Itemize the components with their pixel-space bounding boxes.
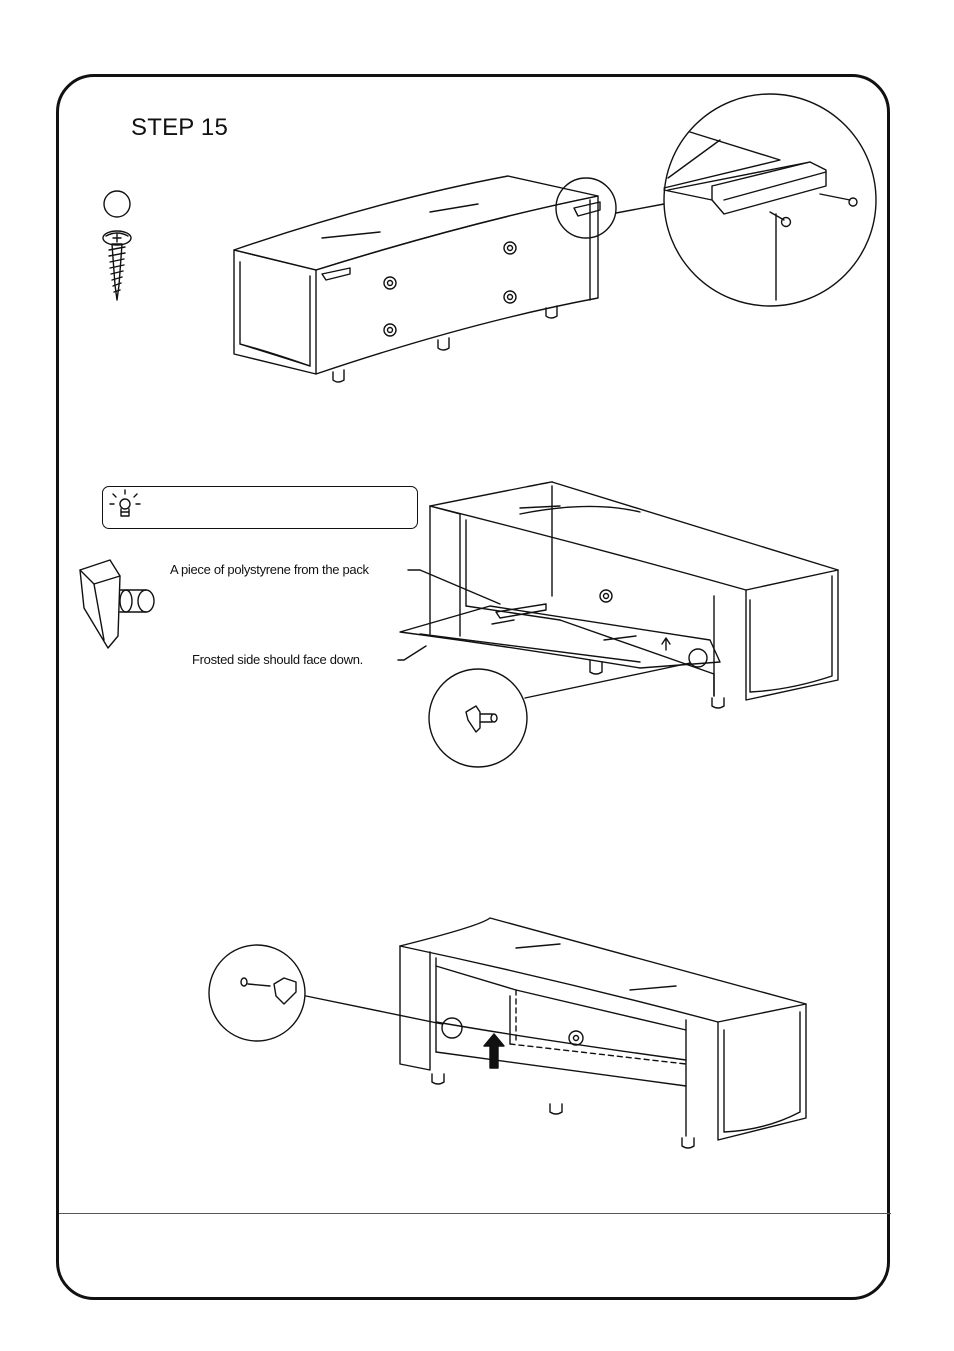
cabinet-installed-shelf <box>208 917 807 1149</box>
lightbulb-icon <box>109 489 141 517</box>
cabinet-front-glass-shelf <box>397 481 839 768</box>
cabinet-back-view <box>233 175 601 383</box>
footer-divider <box>59 1213 891 1214</box>
step-title: STEP 15 <box>131 114 229 141</box>
page-frame <box>56 74 890 1300</box>
screw-icon <box>102 230 132 301</box>
part-count-circle <box>103 190 131 218</box>
frosted-side-label: Frosted side should face down. <box>192 652 363 667</box>
shelf-support-peg-icon <box>79 559 155 649</box>
polystyrene-label: A piece of polystyrene from the pack <box>170 562 369 577</box>
tip-box <box>102 486 418 529</box>
bracket-zoom-callout <box>555 93 877 307</box>
